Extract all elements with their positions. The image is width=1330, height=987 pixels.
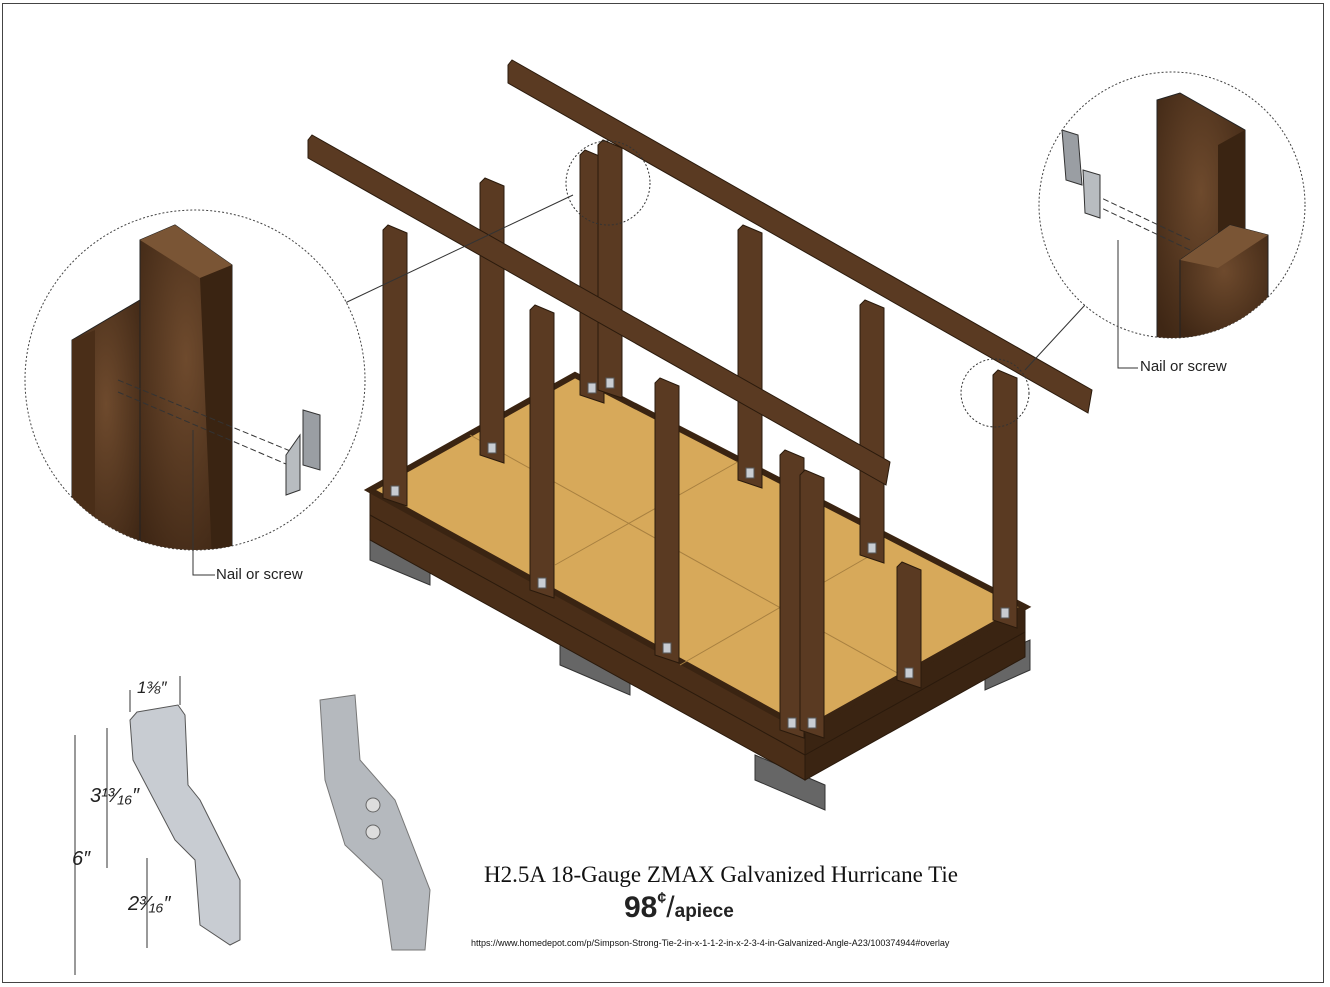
- top-plates: [307, 59, 1093, 486]
- wall-studs: [382, 139, 1018, 739]
- nail-or-screw-label-right: Nail or screw: [1140, 358, 1227, 375]
- detail-view-left: [24, 209, 366, 576]
- hurricane-tie-photo: [319, 694, 431, 951]
- product-title: H2.5A 18-Gauge ZMAX Galvanized Hurricane…: [484, 862, 958, 887]
- stud: [737, 224, 763, 489]
- framing-connector: [587, 382, 597, 394]
- detail-view-right: [1038, 71, 1306, 369]
- framing-connector: [1000, 607, 1010, 619]
- price-cent: ¢: [657, 890, 667, 907]
- stud: [382, 224, 408, 507]
- hurricane-tie-drawing: [74, 676, 241, 975]
- framing-connector: [867, 542, 877, 554]
- framing-connector: [605, 377, 615, 389]
- page-border: [2, 3, 1324, 983]
- framing-connector: [904, 667, 914, 679]
- stud: [992, 369, 1018, 629]
- framing-connector: [745, 467, 755, 479]
- leader-line: [344, 194, 574, 304]
- product-price: 98¢/apiece: [624, 890, 734, 925]
- stud: [654, 377, 680, 664]
- framing-connector: [390, 485, 400, 497]
- dimension-total: 6″: [72, 848, 91, 870]
- price-unit: apiece: [674, 901, 734, 922]
- framing-connector: [662, 642, 672, 654]
- leader-line: [1024, 304, 1086, 371]
- detail-marker-right: [960, 358, 1030, 428]
- dimension-upper: 3¹³⁄₁₆″: [90, 785, 140, 807]
- stud: [799, 469, 825, 739]
- framing-connector: [787, 717, 797, 729]
- stud: [896, 561, 922, 689]
- detail-marker-left: [565, 140, 651, 226]
- stud: [529, 304, 555, 599]
- framing-connector: [487, 442, 497, 454]
- stud: [479, 177, 505, 464]
- nail-or-screw-label-left: Nail or screw: [216, 566, 303, 583]
- price-slash: /: [666, 891, 675, 924]
- price-value: 98: [624, 891, 658, 924]
- product-url[interactable]: https://www.homedepot.com/p/Simpson-Stro…: [471, 938, 950, 948]
- stud: [859, 299, 885, 564]
- dimension-width: 1⅜″: [137, 678, 167, 697]
- stud: [597, 139, 623, 399]
- framing-connector: [537, 577, 547, 589]
- dimension-lower: 2³⁄₁₆″: [128, 893, 171, 915]
- framing-connector: [807, 717, 817, 729]
